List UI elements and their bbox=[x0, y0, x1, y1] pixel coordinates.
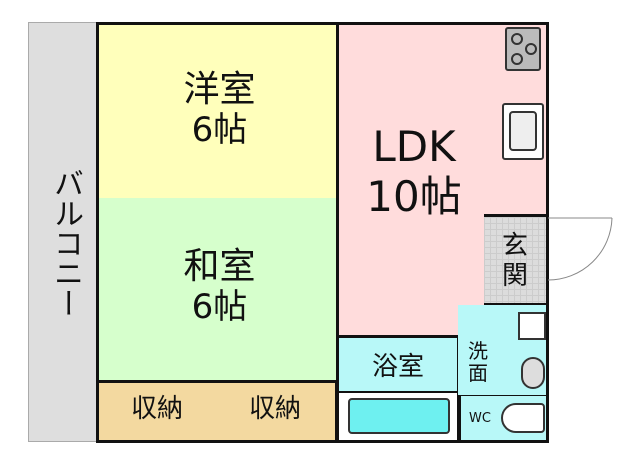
toilet-icon bbox=[501, 403, 545, 433]
bathroom: 浴室 bbox=[336, 335, 460, 443]
bathroom-label: 浴室 bbox=[371, 352, 424, 382]
washroom-label-1: 洗 bbox=[468, 339, 488, 363]
room-japanese: 和室 6帖 bbox=[96, 198, 337, 381]
kitchen-sink-icon bbox=[502, 103, 544, 160]
entrance-label-1: 玄 bbox=[501, 231, 528, 261]
storage-2: 収納 bbox=[215, 380, 338, 443]
room-ldk: LDK 10帖 bbox=[336, 22, 549, 337]
balcony: バルコニー bbox=[28, 22, 98, 442]
storage-2-label: 収納 bbox=[248, 394, 301, 424]
entrance-door-icon bbox=[547, 217, 613, 281]
room-western-size: 6帖 bbox=[191, 110, 248, 150]
wash-basin-icon bbox=[521, 357, 545, 389]
toilet-label: WC bbox=[469, 411, 491, 426]
room-ldk-size: 10帖 bbox=[366, 172, 462, 221]
balcony-label: バルコニー bbox=[48, 168, 83, 318]
washroom: 洗 面 bbox=[458, 305, 549, 398]
room-western: 洋室 6帖 bbox=[96, 22, 337, 199]
entrance-label-2: 関 bbox=[501, 261, 528, 291]
room-western-name: 洋室 bbox=[183, 69, 256, 110]
storage-1-label: 収納 bbox=[130, 394, 183, 424]
bathtub-icon bbox=[348, 398, 450, 434]
storage-1: 収納 bbox=[96, 380, 217, 443]
stove-icon bbox=[505, 27, 541, 71]
entrance: 玄 関 bbox=[484, 214, 549, 306]
washing-machine-icon bbox=[518, 312, 546, 340]
washroom-label-2: 面 bbox=[468, 361, 488, 385]
room-ldk-name: LDK bbox=[372, 122, 456, 171]
room-japanese-size: 6帖 bbox=[191, 287, 248, 327]
toilet: WC bbox=[458, 396, 549, 443]
room-japanese-name: 和室 bbox=[183, 246, 256, 287]
